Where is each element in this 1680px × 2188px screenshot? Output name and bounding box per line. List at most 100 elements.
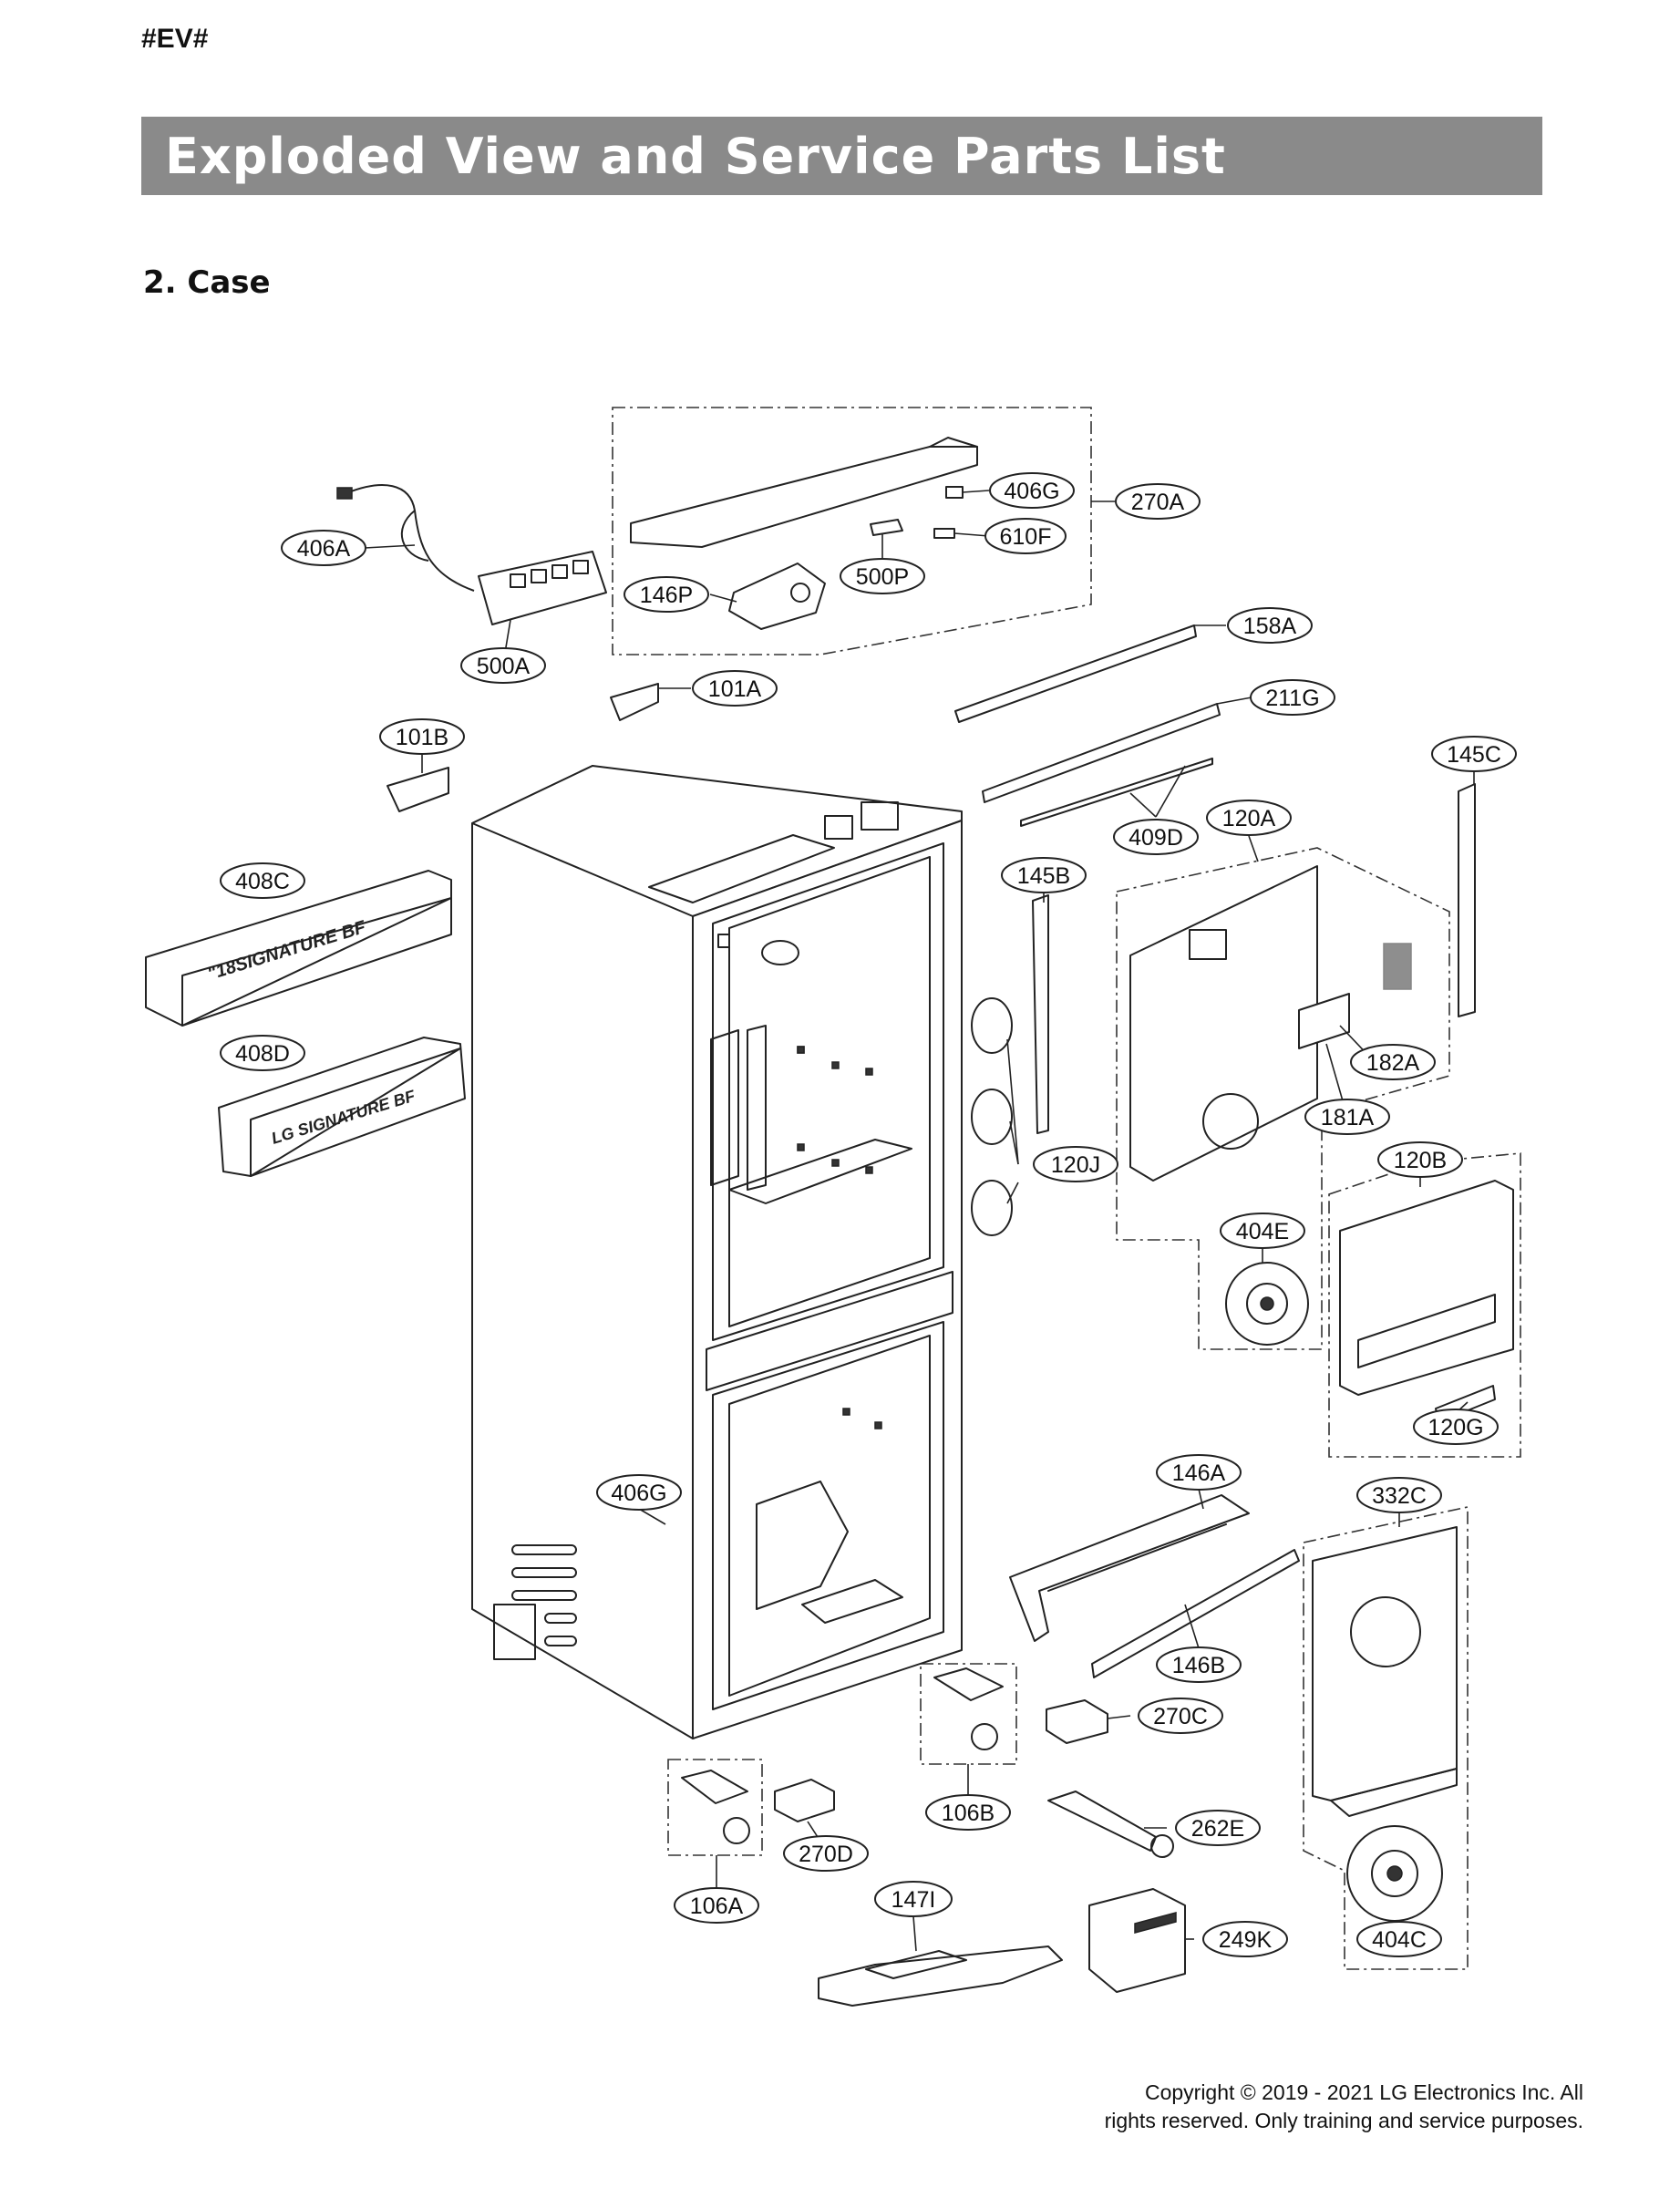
bracket-101B — [387, 767, 449, 812]
svg-text:106A: 106A — [690, 1894, 744, 1919]
cap-270D — [774, 1779, 835, 1822]
document-code: #EV# — [141, 24, 209, 54]
callout-270C: 270C — [1138, 1698, 1223, 1734]
svg-text:332C: 332C — [1372, 1483, 1427, 1509]
svg-text:404C: 404C — [1372, 1927, 1427, 1953]
svg-text:146A: 146A — [1172, 1460, 1226, 1486]
callout-610F: 610F — [984, 518, 1067, 554]
power-cord-406A — [336, 484, 475, 592]
svg-text:158A: 158A — [1243, 614, 1297, 639]
callout-249K: 249K — [1202, 1921, 1288, 1957]
copyright-notice: Copyright © 2019 - 2021 LG Electronics I… — [1105, 2079, 1583, 2135]
rail-145B — [1032, 894, 1049, 1134]
callout-262E: 262E — [1175, 1810, 1261, 1846]
callout-120J: 120J — [1033, 1146, 1118, 1182]
svg-text:270C: 270C — [1153, 1704, 1208, 1729]
callout-120G: 120G — [1413, 1409, 1499, 1445]
svg-text:182A: 182A — [1366, 1050, 1420, 1076]
svg-text:101A: 101A — [708, 676, 762, 702]
top-cover-270A — [630, 437, 978, 548]
svg-text:120G: 120G — [1427, 1415, 1483, 1440]
svg-text:500A: 500A — [477, 654, 531, 679]
callout-145C: 145C — [1431, 736, 1517, 772]
svg-text:610F: 610F — [1000, 524, 1052, 550]
section-heading: 2. Case — [143, 264, 271, 301]
callout-404E: 404E — [1220, 1213, 1305, 1249]
svg-text:147I: 147I — [892, 1887, 936, 1913]
callout-106A: 106A — [674, 1887, 759, 1924]
part-500P — [870, 519, 903, 536]
wrench-262E — [1047, 1791, 1174, 1858]
part-610F — [933, 528, 955, 539]
callout-406A: 406A — [281, 530, 366, 566]
callout-120A: 120A — [1206, 800, 1292, 836]
svg-text:408D: 408D — [235, 1041, 290, 1067]
strip-158A — [954, 624, 1197, 723]
callout-406G-bottom: 406G — [596, 1474, 682, 1511]
svg-text:406A: 406A — [297, 536, 351, 562]
filter-182A — [1383, 943, 1412, 990]
svg-text:409D: 409D — [1129, 825, 1183, 851]
group-box-106A — [667, 1759, 763, 1856]
fan-motor-404C — [1346, 1825, 1443, 1922]
cover-249K — [1088, 1888, 1186, 1993]
grommets-120J — [971, 997, 1013, 1236]
cap-270C — [1046, 1699, 1108, 1744]
callout-500A: 500A — [460, 647, 546, 684]
title-banner: Exploded View and Service Parts List — [141, 117, 1542, 195]
group-box-332C — [1303, 1506, 1469, 1970]
callout-408C: 408C — [220, 862, 305, 899]
svg-text:211G: 211G — [1265, 686, 1319, 711]
shroud-332C — [1312, 1526, 1458, 1817]
callout-101A: 101A — [692, 670, 778, 707]
callout-147I: 147I — [874, 1881, 953, 1917]
svg-text:106B: 106B — [942, 1801, 995, 1826]
callout-158A: 158A — [1227, 607, 1313, 644]
svg-text:120J: 120J — [1051, 1152, 1100, 1178]
callout-409D: 409D — [1113, 819, 1199, 855]
callout-500P: 500P — [840, 558, 925, 594]
svg-text:270D: 270D — [799, 1842, 853, 1867]
svg-text:145B: 145B — [1017, 863, 1070, 889]
rail-145C — [1458, 783, 1476, 1017]
damper-146P — [728, 562, 826, 630]
callout-146A: 146A — [1156, 1454, 1242, 1491]
svg-text:146B: 146B — [1172, 1653, 1225, 1678]
callout-270A: 270A — [1115, 483, 1201, 520]
svg-text:408C: 408C — [235, 869, 290, 894]
refrigerator-case — [471, 765, 963, 1739]
callout-145B: 145B — [1001, 857, 1087, 893]
roller-106A — [681, 1770, 750, 1844]
svg-text:270A: 270A — [1131, 490, 1185, 515]
svg-text:404E: 404E — [1236, 1219, 1289, 1244]
callout-146P: 146P — [624, 576, 709, 613]
control-board-500A — [478, 551, 607, 625]
svg-text:249K: 249K — [1219, 1927, 1273, 1953]
svg-text:500P: 500P — [856, 564, 909, 590]
callout-406G-top: 406G — [989, 472, 1075, 509]
copyright-line-2: rights reserved. Only training and servi… — [1104, 2109, 1583, 2132]
callout-270D: 270D — [783, 1835, 869, 1872]
leader-lines — [364, 490, 1475, 1952]
callout-182A: 182A — [1350, 1044, 1436, 1080]
callout-106B: 106B — [925, 1794, 1011, 1831]
wire-409D — [1020, 758, 1213, 827]
callout-332C: 332C — [1356, 1477, 1442, 1513]
door-bin-408C: "18SIGNATURE BF — [145, 870, 452, 1027]
roller-106B — [933, 1667, 1004, 1750]
callout-404C: 404C — [1356, 1921, 1442, 1957]
filter-181A — [1298, 993, 1350, 1049]
fan-motor-404E — [1225, 1262, 1309, 1346]
svg-text:262E: 262E — [1191, 1816, 1244, 1842]
svg-text:120A: 120A — [1222, 806, 1276, 831]
group-box-270A — [612, 407, 1092, 655]
svg-text:406G: 406G — [611, 1481, 666, 1506]
copyright-line-1: Copyright © 2019 - 2021 LG Electronics I… — [1144, 2080, 1583, 2104]
svg-text:101B: 101B — [396, 725, 448, 750]
duct-120B — [1339, 1180, 1514, 1396]
callout-101B: 101B — [379, 718, 465, 755]
page-title: Exploded View and Service Parts List — [165, 128, 1226, 185]
evaporator-cover-120A — [1129, 865, 1318, 1182]
svg-text:406G: 406G — [1004, 479, 1059, 504]
